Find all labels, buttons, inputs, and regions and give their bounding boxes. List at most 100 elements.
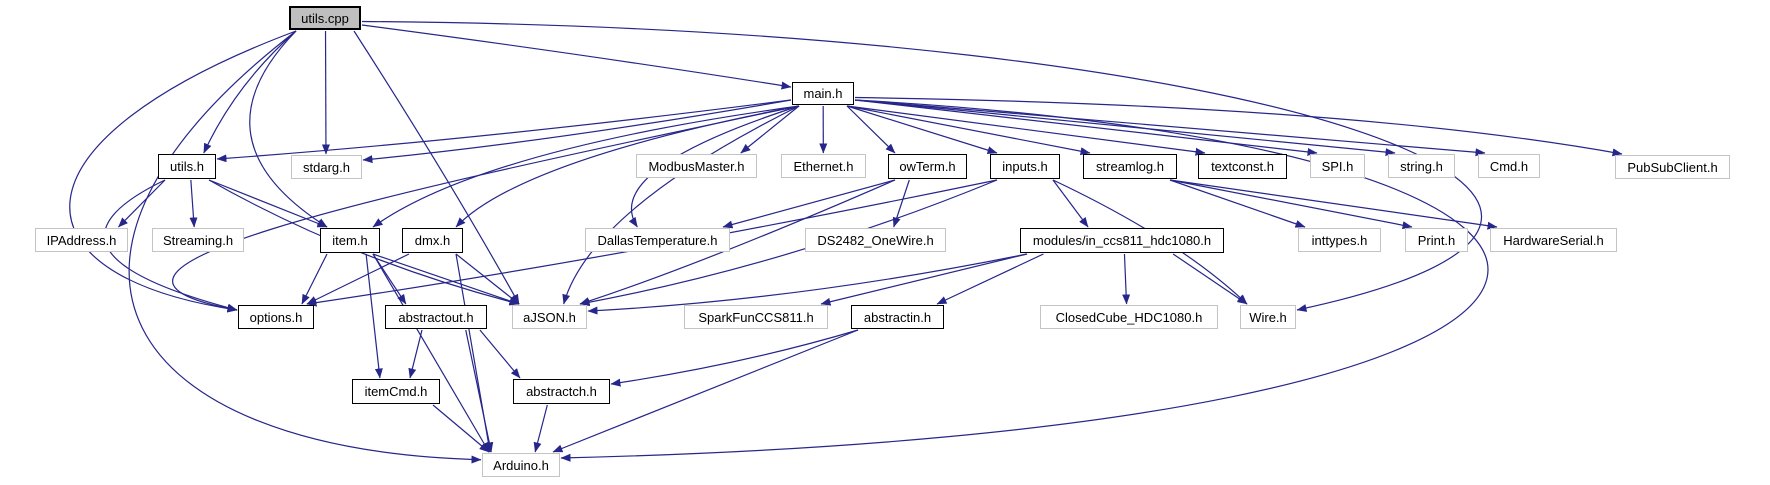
edge-main_h-to-inputs_h [846, 105, 998, 154]
edge-owterm_h-to-ajson_h [579, 179, 896, 305]
graph-node-label: utils.h [170, 159, 204, 174]
graph-node-dmx_h[interactable]: dmx.h [402, 228, 463, 253]
graph-node-textconst_h[interactable]: textconst.h [1198, 154, 1287, 179]
edge-itemcmd_h-to-arduino_h [432, 404, 490, 453]
edge-utils_cpp-to-options_h [69, 30, 297, 313]
graph-node-dallastemperature_h: DallasTemperature.h [585, 228, 730, 252]
edge-abstractin_h-to-abstractch_h [610, 329, 859, 387]
graph-node-label: Streaming.h [162, 232, 234, 248]
graph-node-label: item.h [332, 233, 368, 248]
edge-inputs_h-to-in_ccs811_hdc1080_h [1052, 179, 1089, 228]
graph-node-label: ClosedCube_HDC1080.h [1055, 309, 1203, 325]
graph-node-label: inputs.h [1002, 159, 1048, 174]
graph-node-label: modules/in_ccs811_hdc1080.h [1032, 233, 1212, 248]
edge-main_h-to-owterm_h [846, 105, 896, 154]
graph-node-label: Ethernet.h [793, 158, 854, 174]
edge-abstractout_h-to-abstractch_h [479, 329, 521, 379]
edge-main_h-to-utils_h [216, 99, 792, 163]
graph-node-hardwareserial_h: HardwareSerial.h [1490, 228, 1617, 252]
edge-utils_cpp-to-main_h [361, 24, 792, 90]
edge-utils_cpp-to-wire_h [361, 20, 1483, 312]
graph-node-inttypes_h: inttypes.h [1298, 228, 1381, 252]
graph-node-label: owTerm.h [899, 159, 956, 174]
edge-main_h-to-streamlog_h [846, 105, 1091, 156]
graph-node-owterm_h[interactable]: owTerm.h [888, 154, 967, 179]
graph-node-label: textconst.h [1211, 159, 1274, 174]
edge-abstractout_h-to-arduino_h [465, 329, 494, 453]
edge-dmx_h-to-ajson_h [455, 253, 520, 305]
edge-in_ccs811_hdc1080_h-to-abstractin_h [936, 253, 1044, 305]
edge-streamlog_h-to-print_h [1169, 179, 1413, 230]
graph-node-label: streamlog.h [1096, 159, 1164, 174]
edge-main_h-to-spi_h [854, 99, 1318, 156]
edge-main_h-to-stdarg_h [362, 99, 792, 164]
graph-node-sparkfunccs811_h: SparkFunCCS811.h [684, 305, 828, 329]
edge-item_h-to-options_h [301, 253, 328, 305]
edge-in_ccs811_hdc1080_h-to-ajson_h [587, 253, 1028, 315]
graph-node-utils_cpp: utils.cpp [289, 6, 361, 30]
graph-node-label: DS2482_OneWire.h [817, 232, 934, 248]
graph-node-label: itemCmd.h [364, 384, 428, 399]
edge-streamlog_h-to-inttypes_h [1169, 179, 1306, 228]
graph-node-label: ModbusMaster.h [648, 158, 745, 174]
graph-node-label: Print.h [1417, 232, 1456, 248]
graph-node-label: main.h [803, 86, 843, 101]
graph-node-abstractin_h[interactable]: abstractin.h [851, 305, 944, 329]
graph-node-label: string.h [1400, 158, 1443, 174]
edge-abstractin_h-to-arduino_h [552, 329, 859, 453]
graph-node-pubsubclient_h: PubSubClient.h [1615, 155, 1730, 179]
edge-main_h-to-modbusmaster_h [740, 105, 800, 154]
graph-node-main_h[interactable]: main.h [792, 82, 854, 105]
graph-node-in_ccs811_hdc1080_h[interactable]: modules/in_ccs811_hdc1080.h [1020, 228, 1224, 253]
graph-node-spi_h: SPI.h [1310, 154, 1365, 178]
graph-node-utils_h[interactable]: utils.h [158, 154, 216, 179]
graph-node-abstractout_h[interactable]: abstractout.h [385, 305, 487, 329]
edge-owterm_h-to-ds2482_onewire_h [892, 179, 910, 228]
graph-node-ajson_h: aJSON.h [512, 305, 587, 329]
graph-node-ipaddress_h: IPAddress.h [35, 228, 128, 252]
graph-node-streamlog_h[interactable]: streamlog.h [1083, 154, 1177, 179]
edge-inputs_h-to-ajson_h [579, 179, 998, 307]
graph-node-label: stdarg.h [303, 159, 350, 175]
edge-utils_h-to-streaming_h [189, 179, 198, 228]
edge-utils_h-to-ipaddress_h [117, 179, 166, 228]
graph-node-label: options.h [249, 309, 303, 325]
edge-item_h-to-itemcmd_h [365, 253, 383, 379]
edge-main_h-to-string_h [854, 99, 1396, 157]
graph-node-label: dmx.h [414, 233, 451, 248]
edge-item_h-to-arduino_h [372, 253, 490, 453]
graph-node-streaming_h: Streaming.h [152, 228, 244, 252]
edge-main_h-to-item_h [372, 105, 800, 228]
graph-node-modbusmaster_h: ModbusMaster.h [636, 154, 757, 178]
edge-utils_cpp-to-ajson_h [353, 30, 520, 305]
graph-node-label: Arduino.h [493, 457, 549, 473]
graph-node-label: DallasTemperature.h [597, 232, 718, 248]
graph-node-label: PubSubClient.h [1627, 159, 1718, 175]
graph-node-options_h[interactable]: options.h [238, 305, 314, 329]
edge-main_h-to-textconst_h [846, 105, 1206, 156]
graph-node-label: Wire.h [1249, 309, 1287, 325]
graph-node-item_h[interactable]: item.h [320, 228, 380, 253]
edge-in_ccs811_hdc1080_h-to-closedcube_hdc1080_h [1122, 253, 1131, 305]
edge-main_h-to-pubsubclient_h [854, 96, 1623, 157]
graph-node-itemcmd_h[interactable]: itemCmd.h [352, 379, 440, 404]
graph-node-label: inttypes.h [1311, 232, 1368, 248]
edge-owterm_h-to-dallastemperature_h [722, 179, 896, 229]
graph-node-abstractch_h[interactable]: abstractch.h [513, 379, 610, 404]
edge-abstractout_h-to-itemcmd_h [408, 329, 423, 379]
graph-node-label: utils.cpp [301, 10, 349, 26]
edge-main_h-to-arduino_h [560, 99, 1489, 462]
edge-in_ccs811_hdc1080_h-to-wire_h [1172, 253, 1248, 305]
edge-utils_cpp-to-arduino_h [128, 30, 482, 464]
graph-node-cmd_h: Cmd.h [1478, 154, 1540, 178]
graph-node-label: SPI.h [1321, 158, 1354, 174]
graph-node-print_h: Print.h [1405, 228, 1468, 252]
edge-utils_cpp-to-item_h [249, 30, 328, 228]
edge-main_h-to-ajson_h [562, 105, 800, 305]
graph-node-label: abstractch.h [526, 384, 597, 399]
graph-node-inputs_h[interactable]: inputs.h [990, 154, 1060, 179]
graph-node-wire_h: Wire.h [1240, 305, 1296, 329]
graph-node-label: abstractout.h [398, 309, 474, 325]
edge-main_h-to-options_h [172, 105, 800, 313]
